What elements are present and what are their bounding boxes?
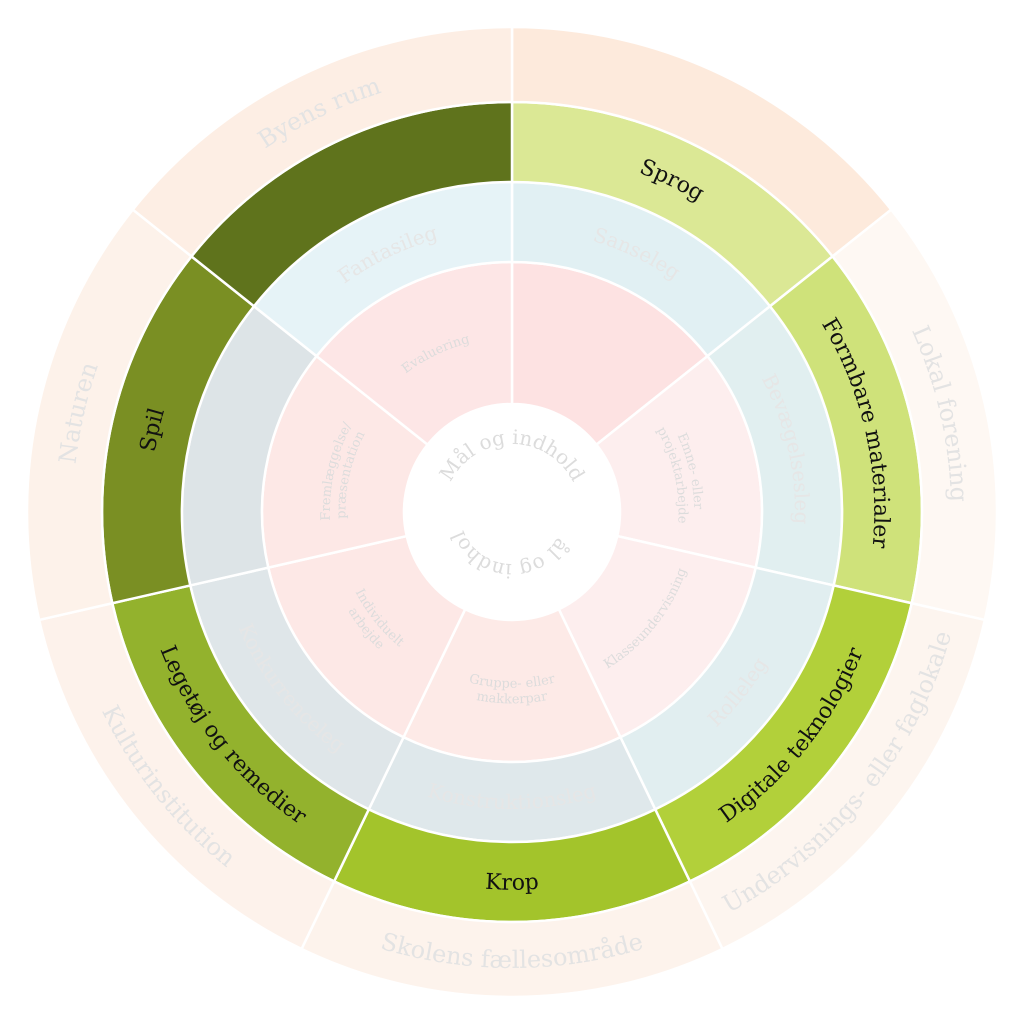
center-circle bbox=[404, 404, 620, 620]
materialer-label-3: Krop bbox=[485, 870, 540, 896]
organisation-label-3: Gruppe- eller bbox=[468, 671, 558, 691]
ring-segments bbox=[25, 25, 999, 999]
organisation-label-3: makkerpar bbox=[475, 689, 549, 707]
rum-segment-6 bbox=[131, 25, 514, 259]
